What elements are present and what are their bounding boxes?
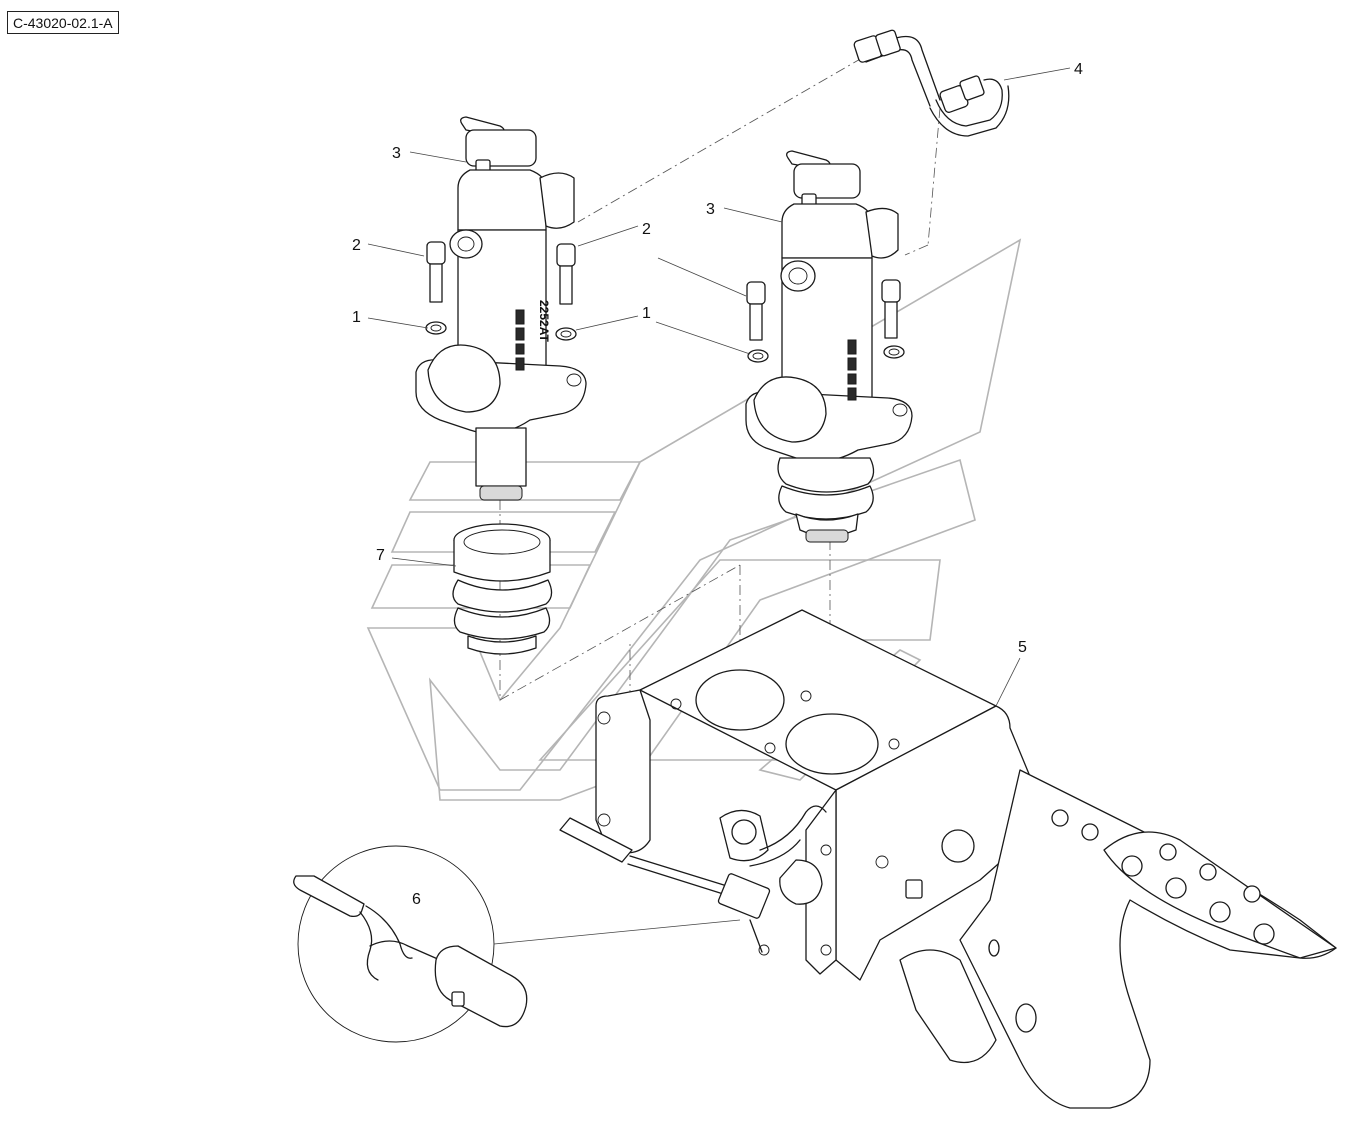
pedal-pad-bolts [1051,809,1275,945]
stamp-marking [847,339,857,401]
bellows-seal [452,523,553,655]
stamp-marking: 2252AT [515,300,551,371]
figure-reference-label: C-43020-02.1-A [7,11,119,34]
bolt-left-outer [426,241,446,303]
callout-2: 2 [352,237,361,254]
sensor-detail [293,845,741,1043]
valve-left: 2252AT [415,116,587,501]
callout-3: 3 [706,201,715,218]
washer-right-outer [747,349,769,363]
callout-numbers: 1 1 2 2 3 3 4 5 6 7 [352,61,1083,908]
callout-1: 1 [642,305,651,322]
callout-5: 5 [1018,639,1027,656]
callout-3: 3 [392,145,401,162]
washer-right-inner [883,345,905,359]
washer-left-outer [425,321,447,335]
pedal-bracket [559,609,1337,1109]
stamp-text: 2252AT [537,300,551,342]
callout-2: 2 [642,221,651,238]
sensor-probe [293,875,441,981]
hydraulic-pipe [853,29,1010,137]
callout-7: 7 [376,547,385,564]
bolt-left-inner [556,243,576,305]
sensor-connector [434,945,528,1028]
leader-lines [367,67,1071,707]
bolt-right-outer [746,281,766,341]
bolt-right-inner [881,279,901,339]
callout-1: 1 [352,309,361,326]
callout-4: 4 [1074,61,1083,78]
valve-right [745,150,913,543]
washer-left-inner [555,327,577,341]
callout-6: 6 [412,891,421,908]
